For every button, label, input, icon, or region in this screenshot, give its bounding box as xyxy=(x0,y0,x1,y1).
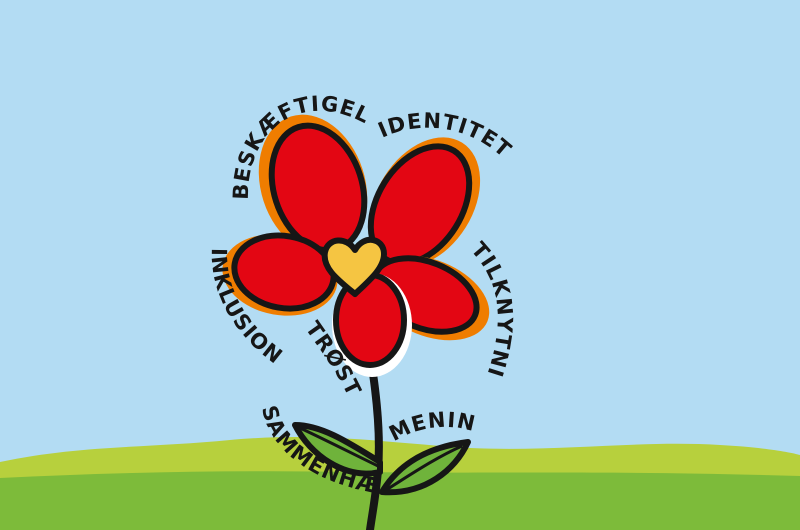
heart-center xyxy=(321,237,387,297)
left-leaf xyxy=(292,422,383,477)
right-leaf xyxy=(379,439,471,496)
petal-top-right xyxy=(367,137,481,267)
petal-top-left xyxy=(258,114,368,256)
petal-bottom xyxy=(332,272,412,377)
grass-field xyxy=(0,471,800,530)
petal-left xyxy=(222,232,338,316)
